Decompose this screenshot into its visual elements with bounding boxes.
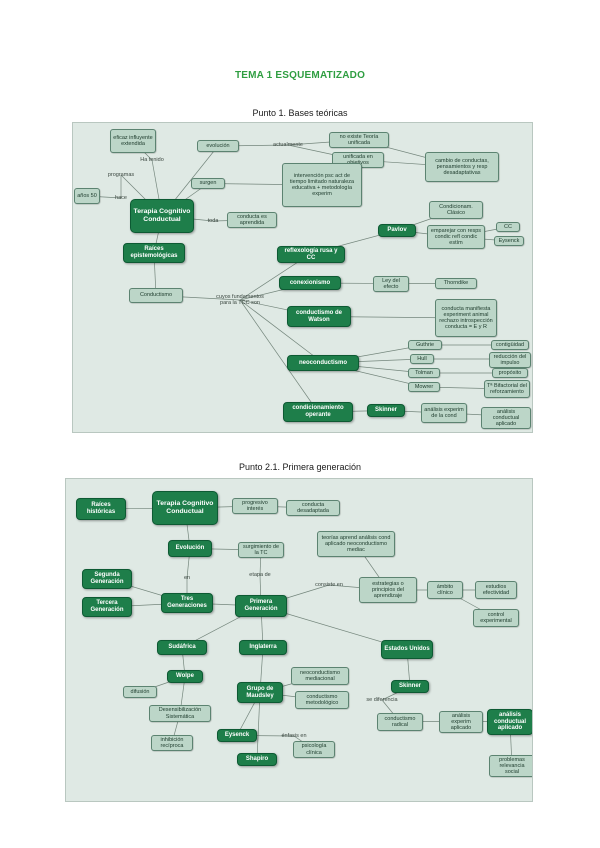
diagram-node-b38: problemas relevancia social [489,755,532,778]
diagram-node-b2: Terapia Cognitivo Conductual [152,491,218,525]
diagram-node-b16: Primera Generación [235,595,287,617]
diagram-node-a9: años 50 [74,188,100,204]
diagram-node-a20: Eysenck [494,236,524,247]
diagram-node-b36: psicología clínica [293,741,335,758]
diagram-node-b25: difusión [123,686,157,698]
diagram-node-a28: conductismo de Watson [287,306,351,327]
diagram-node-b27: conductismo metodológico [295,691,349,709]
diagram-node-b22: Wolpe [167,670,203,683]
diagram-node-a25: Thorndike [435,278,477,289]
diagram-node-b9: en [183,574,191,581]
diagram-node-a39: condicionamiento operante [283,402,353,422]
diagram-node-a31: Guthrie [408,340,442,351]
diagram-node-b19: Sudáfrica [157,640,207,655]
diagram-node-a41: análisis experim de la cond [421,403,467,423]
diagram-node-a17: Condicionam. Clásico [429,201,483,219]
diagram-node-b14: estudios efectividad [475,581,517,599]
diagram-node-b6: surgimiento de la TC [238,542,284,559]
diagram-node-b30: conductismo radical [377,713,423,731]
diagram-node-a14: toda [207,217,219,224]
diagram-node-a42: análisis conductual aplicado [481,407,531,430]
diagram-node-b28: se diferencia [366,696,398,703]
diagram-node-b24: Skinner [391,680,429,693]
diagram-node-a12: intervención psc act de tiempo limitado … [282,163,362,207]
diagram-node-a34: reducción del impulso [489,352,531,369]
diagram-node-b20: Inglaterra [239,640,287,655]
diagram-node-a35: Tolman [408,368,440,379]
diagram-node-a29: conducta manifiesta experiment animal re… [435,299,497,337]
diagram-node-b4: conducta desadaptada [286,500,340,517]
diagram-node-b3: progresivo interés [232,498,278,515]
diagram-node-b29: Desensibilización Sistemática [149,705,211,722]
diagram-node-b33: inhibición recíproca [151,735,193,752]
diagram-node-a3: evolución [197,140,239,152]
diagram-node-b11: consiste en [315,581,343,588]
diagram-node-b10: etapa de [249,571,271,578]
diagram-node-a22: reflexología rusa y CC [277,246,345,264]
diagram-node-b17: Tercera Generación [82,597,132,617]
diagram-node-a13: Terapia Cognitivo Conductual [130,199,194,233]
concept-map-primera-generacion: Raíces históricas Terapia Cognitivo Condu… [65,478,533,802]
diagram-node-b18: control experimental [473,609,519,627]
diagram-node-a2: Ha tenido [140,156,164,163]
diagram-node-a38: Tª Bifactorial del reforzamiento [484,380,530,398]
diagram-node-a21: Raíces epistemológicas [123,243,185,263]
diagram-node-b1: Raíces históricas [76,498,126,520]
diagram-node-b37: Shapiro [237,753,277,766]
diagram-node-b26: Grupo de Maudsley [237,682,283,703]
diagram-node-a30: neoconductismo [287,355,359,371]
diagram-node-a26: Conductismo [129,288,183,303]
diagram-node-a10: hace [115,194,127,201]
diagram-node-a33: Hull [410,354,434,365]
diagram-node-a5: no existe Teoría unificada [329,132,389,149]
diagram-node-a11: surgen [191,178,225,189]
diagram-node-a19: CC [496,222,520,233]
diagram-node-b8: Segunda Generación [82,569,132,589]
diagram-node-a40: Skinner [367,404,405,417]
page-title: TEMA 1 ESQUEMATIZADO [234,70,366,81]
diagram-node-b32: análisis conductual aplicado [487,709,532,735]
diagram-node-b13: ámbito clínico [427,581,463,599]
diagram-node-b35: énfasis en [281,732,307,739]
section-heading-punto1: Punto 1. Bases teóricas [252,108,348,118]
diagram-node-a16: Pavlov [378,224,416,237]
section-heading-punto2: Punto 2.1. Primera generación [238,462,362,472]
diagram-node-a32: contigüidad [491,340,529,351]
diagram-node-a4: actualmente [273,141,303,148]
diagram-node-b7: teorías aprend análisis cond aplicado ne… [317,531,395,557]
diagram-node-a27: cuyos fundamentos para la TCC son [216,293,264,306]
concept-map-bases-teoricas: eficaz influyente extendida Ha tenido evol… [72,122,533,433]
diagram-node-a8: programas [107,171,135,178]
diagram-node-b23: neoconductismo mediacional [291,667,349,685]
diagram-node-b15: Tres Generaciones [161,593,213,613]
diagram-node-a15: conducta es aprendida [227,212,277,229]
diagram-node-a36: propósito [492,368,528,379]
diagram-node-a7: cambio de conductas, pensamientos y resp… [425,152,499,182]
diagram-node-b21: Estados Unidos [381,640,433,659]
diagram-node-a1: eficaz influyente extendida [110,129,156,153]
diagram-node-a18: emparejar con resps condic refl condic e… [427,225,485,249]
diagram-node-b31: análisis experim aplicado [439,711,483,734]
diagram-node-a24: Ley del efecto [373,276,409,293]
diagram-node-a37: Mowrer [408,382,440,393]
diagram-node-b12: estrategias o principios del aprendizaje [359,577,417,603]
diagram-node-a23: conexionismo [279,276,341,290]
diagram-node-b5: Evolución [168,540,212,557]
diagram-node-b34: Eysenck [217,729,257,742]
